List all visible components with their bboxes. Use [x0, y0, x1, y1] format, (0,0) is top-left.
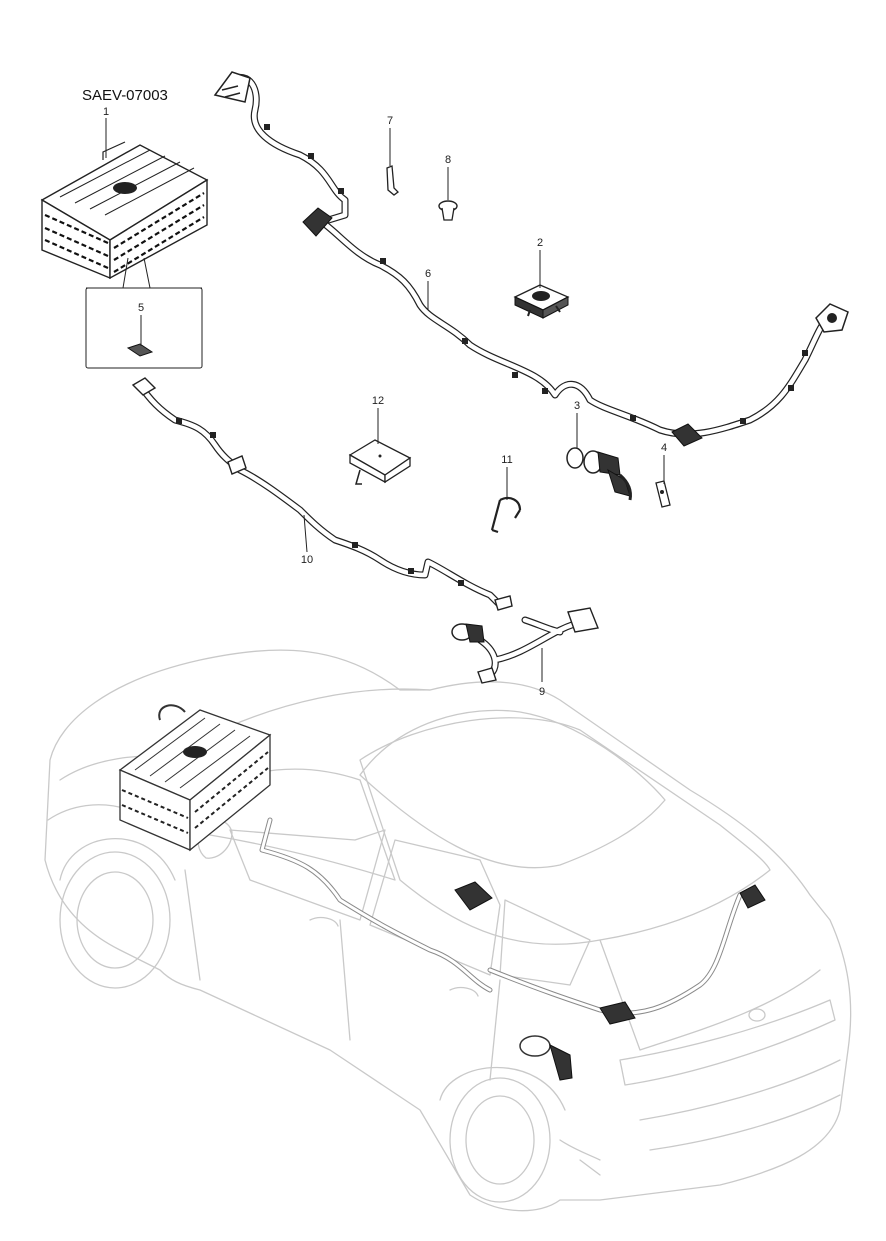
callout-2: 2 [537, 237, 543, 249]
callout-10: 10 [301, 554, 313, 566]
vehicle-battery-pack [118, 704, 272, 852]
leader-lines [105, 118, 665, 682]
callout-8: 8 [445, 154, 451, 166]
callout-12: 12 [372, 395, 384, 407]
part-8-clip [438, 200, 458, 221]
part-6-main-harness [213, 71, 849, 447]
vehicle-harness-routing [259, 817, 766, 1081]
callout-4: 4 [661, 442, 667, 454]
callout-6: 6 [425, 268, 431, 280]
part-4-bracket [655, 480, 671, 508]
callout-11: 11 [501, 454, 512, 466]
callout-3: 3 [574, 400, 580, 412]
part-3-charge-port [566, 447, 632, 501]
part-7-bracket [386, 165, 399, 196]
callout-9: 9 [539, 686, 545, 698]
part-10-harness [131, 377, 513, 611]
callout-1: 1 [103, 106, 109, 118]
part-1-battery-pack [40, 141, 209, 280]
callout-5: 5 [138, 302, 144, 314]
part-12-control-unit [348, 439, 412, 485]
part-9-charge-harness [451, 607, 599, 684]
vehicle-outline [44, 649, 852, 1212]
callout-7: 7 [387, 115, 393, 127]
part-2-module [513, 284, 570, 319]
diagram-code: SAEV-07003 [82, 87, 168, 104]
detail-inset [85, 257, 203, 369]
part-11-bracket [490, 496, 522, 534]
